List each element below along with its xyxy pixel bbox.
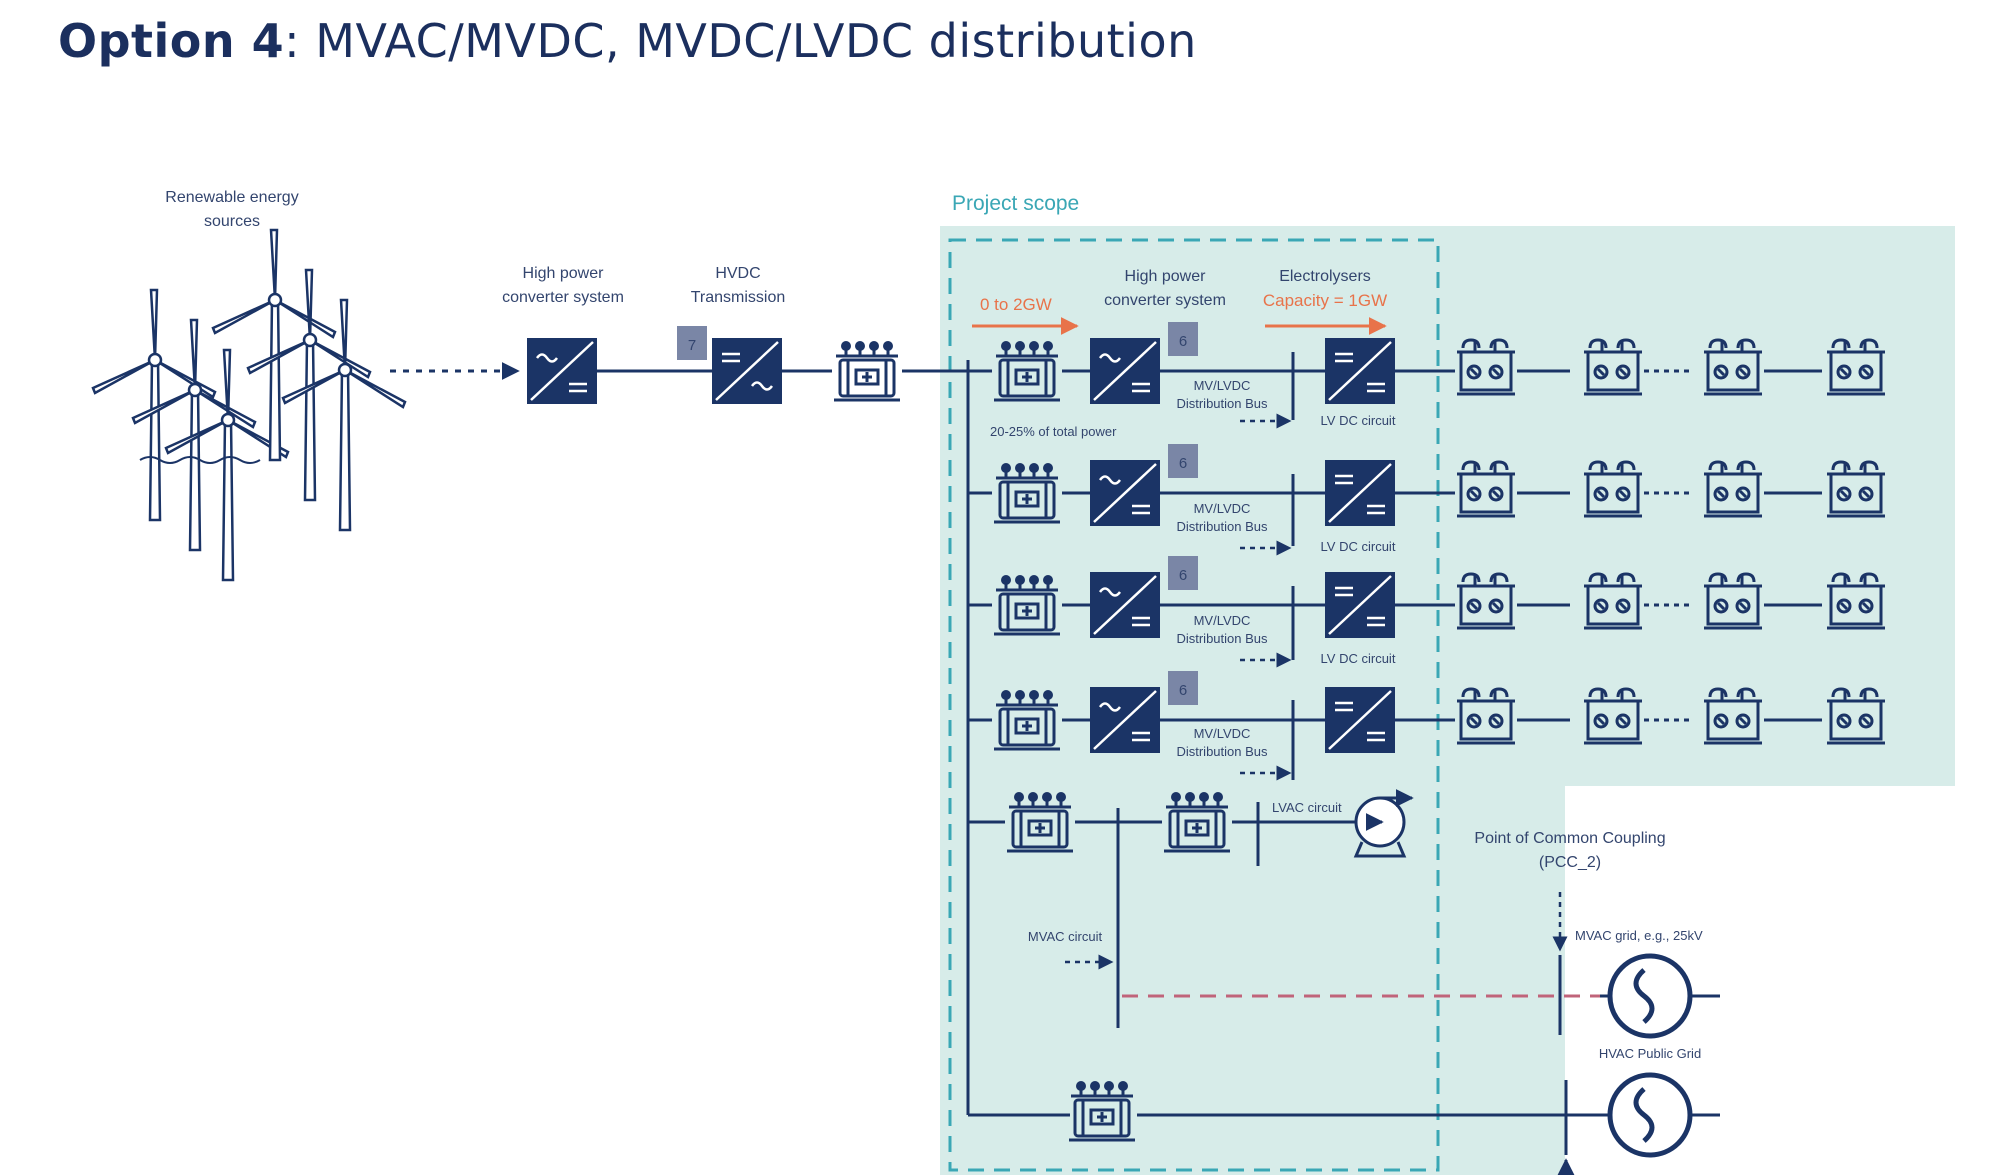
project-scope-border: [948, 238, 1440, 1172]
renewable-label-1: Renewable energy: [165, 189, 298, 206]
electrolyser-array: [1455, 338, 1887, 745]
hvac-grid-source-icon: [1610, 1075, 1690, 1155]
svg-text:Distribution Bus: Distribution Bus: [1176, 631, 1268, 646]
title-text: : MVAC/MVDC, MVDC/LVDC distribution: [284, 14, 1197, 68]
svg-text:6: 6: [1179, 333, 1187, 350]
renewable-label-2: sources: [204, 213, 260, 230]
converter-row-1: 6 MV/LVDC Distribution Bus LV DC circuit: [968, 322, 1455, 429]
hvdc-label-1: HVDC: [715, 265, 760, 282]
svg-text:6: 6: [1179, 682, 1187, 699]
svg-text:LV DC circuit: LV DC circuit: [1321, 413, 1396, 428]
svg-text:MV/LVDC: MV/LVDC: [1194, 378, 1251, 393]
project-scope-label: Project scope: [952, 192, 1079, 215]
hvac-public-grid-label: HVAC Public Grid: [1599, 1046, 1701, 1061]
badge-7: [677, 326, 707, 360]
badge-7-label: 7: [688, 337, 696, 354]
hvdc-label-2: Transmission: [691, 289, 786, 306]
svg-text:MVAC circuit: MVAC circuit: [1028, 929, 1103, 944]
converter-row-3: 6 MV/LVDC Distribution Bus LV DC circuit: [968, 556, 1455, 668]
pcc-label-2: (PCC_2): [1539, 854, 1601, 871]
svg-text:MV/LVDC: MV/LVDC: [1194, 613, 1251, 628]
hp-converter-icon: [525, 336, 599, 406]
svg-text:MV/LVDC: MV/LVDC: [1194, 726, 1251, 741]
svg-text:MV/LVDC: MV/LVDC: [1194, 501, 1251, 516]
share-label: 20-25% of total power: [990, 424, 1117, 439]
hp-converter-label-2: converter system: [502, 289, 624, 306]
svg-text:LV DC circuit: LV DC circuit: [1321, 651, 1396, 666]
svg-text:Distribution Bus: Distribution Bus: [1176, 744, 1268, 759]
hp-converter2-label-2: converter system: [1104, 292, 1226, 309]
mvac-grid-label: MVAC grid, e.g., 25kV: [1575, 928, 1703, 943]
mvac-grid-source-icon: [1610, 956, 1690, 1036]
hp-converter-label-1: High power: [523, 265, 605, 282]
svg-text:6: 6: [1179, 455, 1187, 472]
range-label: 0 to 2GW: [980, 295, 1052, 314]
electrolysers-label: Electrolysers: [1279, 268, 1371, 285]
page-title: Option 4: MVAC/MVDC, MVDC/LVDC distribut…: [58, 14, 1197, 68]
pcc-label-1: Point of Common Coupling: [1474, 830, 1665, 847]
converter-row-4: 6 MV/LVDC Distribution Bus: [968, 671, 1455, 781]
svg-text:Distribution Bus: Distribution Bus: [1176, 519, 1268, 534]
mvac-lvac-circuit: LVAC circuit MVAC circuit: [968, 789, 1600, 1028]
svg-text:LVAC circuit: LVAC circuit: [1272, 800, 1342, 815]
wind-turbines-icon: [91, 228, 407, 582]
hvdc-converter-icon: [710, 336, 784, 406]
converter-row-2: 6 MV/LVDC Distribution Bus LV DC circuit: [968, 444, 1455, 556]
capacity-label: Capacity = 1GW: [1263, 291, 1387, 310]
hp-converter2-label-1: High power: [1125, 268, 1207, 285]
svg-text:Distribution Bus: Distribution Bus: [1176, 396, 1268, 411]
svg-text:6: 6: [1179, 567, 1187, 584]
title-option: Option 4: [58, 14, 285, 68]
hvac-connection: [968, 1075, 1720, 1175]
svg-text:LV DC circuit: LV DC circuit: [1321, 539, 1396, 554]
hvdc-transformer-icon: [832, 339, 902, 402]
